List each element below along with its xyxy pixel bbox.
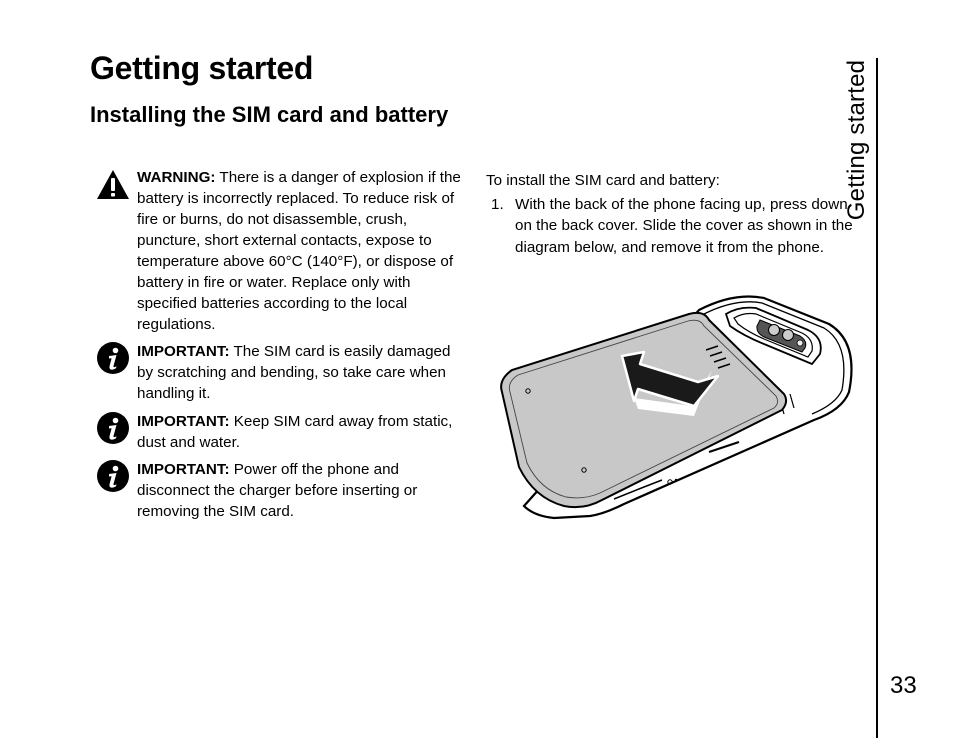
instructions-intro: To install the SIM card and battery:	[486, 172, 720, 189]
important-body: Keep SIM card away from static, dust and…	[137, 413, 453, 451]
info-icon	[96, 411, 130, 445]
phone-back-cover-illustration	[494, 292, 858, 520]
page-number: 33	[890, 672, 917, 699]
warning-text: WARNING: There is a danger of explosion …	[137, 167, 468, 335]
important-text: IMPORTANT: The SIM card is easily damage…	[137, 341, 468, 404]
warning-body: There is a danger of explosion if the ba…	[137, 169, 461, 333]
important-label: IMPORTANT:	[137, 461, 230, 478]
warning-note: WARNING: There is a danger of explosion …	[96, 167, 468, 335]
section-title: Installing the SIM card and battery	[90, 102, 449, 127]
camera-module	[724, 306, 822, 366]
info-icon	[96, 459, 130, 493]
important-note-sim-damage: IMPORTANT: The SIM card is easily damage…	[96, 341, 468, 404]
important-text: IMPORTANT: Keep SIM card away from stati…	[137, 411, 468, 453]
instructions: To install the SIM card and battery: 1. …	[486, 170, 866, 258]
important-text: IMPORTANT: Power off the phone and disco…	[137, 459, 468, 522]
step-text: With the back of the phone facing up, pr…	[515, 195, 853, 256]
important-label: IMPORTANT:	[137, 343, 230, 360]
slide-direction-arrow	[634, 370, 712, 416]
important-body: The SIM card is easily damaged by scratc…	[137, 343, 451, 402]
side-tab-rule	[876, 58, 878, 738]
side-tab-label: Getting started	[843, 59, 870, 221]
important-note-power-off: IMPORTANT: Power off the phone and disco…	[96, 459, 468, 522]
important-body: Power off the phone and disconnect the c…	[137, 461, 418, 520]
important-label: IMPORTANT:	[137, 413, 230, 430]
warning-label: WARNING:	[137, 169, 216, 186]
page-title: Getting started	[90, 50, 314, 86]
info-icon	[96, 341, 130, 375]
important-note-static: IMPORTANT: Keep SIM card away from stati…	[96, 411, 468, 453]
step-number: 1.	[491, 195, 504, 213]
warning-icon	[96, 167, 130, 201]
arrow-icon	[620, 350, 720, 408]
instruction-step: 1. With the back of the phone facing up,…	[486, 194, 866, 259]
